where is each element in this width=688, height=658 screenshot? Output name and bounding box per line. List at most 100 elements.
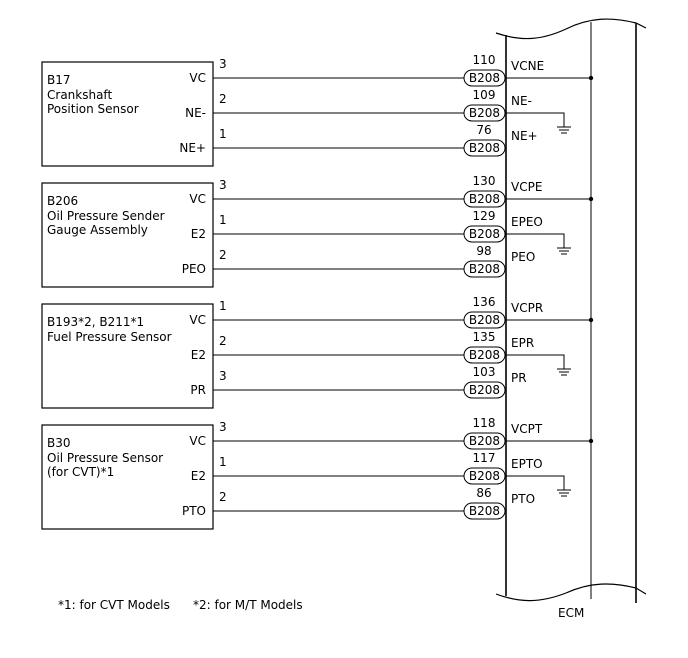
connector-shape xyxy=(463,104,506,122)
terminal-label: PR xyxy=(190,383,206,397)
ecm-signal-label: PR xyxy=(511,371,527,385)
sensor-pin-number: 3 xyxy=(219,369,227,383)
connector-label: B208 xyxy=(469,71,500,85)
ecm-pin-number: 117 xyxy=(473,451,496,465)
ecm-bottom-edge xyxy=(495,583,647,602)
ecm-pin-number: 136 xyxy=(473,295,496,309)
junction-dot xyxy=(588,317,594,323)
terminal-label: PTO xyxy=(182,504,206,518)
connector-shape xyxy=(463,502,506,520)
connector-shape xyxy=(463,69,506,87)
connector-label: B208 xyxy=(469,348,500,362)
ecm-pin-number: 129 xyxy=(473,209,496,223)
sensor-pin-number: 2 xyxy=(219,490,227,504)
terminal-label: E2 xyxy=(191,469,206,483)
connector-shape xyxy=(463,190,506,208)
sensor-name-line: (for CVT)*1 xyxy=(47,465,114,479)
ecm-signal-label: VCPT xyxy=(511,422,543,436)
ecm-pin-number: 109 xyxy=(473,88,496,102)
connector-shape xyxy=(463,381,506,399)
ecm-pin-number: 110 xyxy=(473,53,496,67)
sensor-name-line: Position Sensor xyxy=(47,102,139,116)
connector-label: B208 xyxy=(469,383,500,397)
connector-label: B208 xyxy=(469,434,500,448)
ground-wire xyxy=(506,112,565,127)
ecm-signal-label: VCNE xyxy=(511,59,544,73)
connector-shape xyxy=(463,260,506,278)
ecm-pin-number: 135 xyxy=(473,330,496,344)
footnote-cvt: *1: for CVT Models xyxy=(58,598,170,612)
connector-label: B208 xyxy=(469,106,500,120)
ground-wire xyxy=(506,475,565,490)
sensor-pin-number: 1 xyxy=(219,455,227,469)
sensor-code: B193*2, B211*1 xyxy=(47,315,144,329)
connector-shape xyxy=(463,225,506,243)
terminal-label: VC xyxy=(189,192,206,206)
sensor-code: B17 xyxy=(47,73,71,87)
ecm-top-edge xyxy=(495,18,647,40)
footnote-mt: *2: for M/T Models xyxy=(193,598,303,612)
sensor-name-line: Fuel Pressure Sensor xyxy=(47,330,172,344)
sensor-name-line: Crankshaft xyxy=(47,88,112,102)
connector-label: B208 xyxy=(469,313,500,327)
junction-dot xyxy=(588,196,594,202)
connector-label: B208 xyxy=(469,504,500,518)
ground-wire xyxy=(506,233,565,248)
ecm-pin-number: 76 xyxy=(476,123,491,137)
ecm-signal-label: VCPE xyxy=(511,180,542,194)
sensor-pin-number: 2 xyxy=(219,92,227,106)
terminal-label: E2 xyxy=(191,348,206,362)
sensor-pin-number: 2 xyxy=(219,248,227,262)
ecm-signal-label: EPTO xyxy=(511,457,543,471)
sensor-name-line: Oil Pressure Sender xyxy=(47,209,165,223)
junction-dot xyxy=(588,75,594,81)
ecm-pin-number: 103 xyxy=(473,365,496,379)
sensor-code: B30 xyxy=(47,436,71,450)
connector-shape xyxy=(463,139,506,157)
sensor-pin-number: 1 xyxy=(219,299,227,313)
connector-label: B208 xyxy=(469,227,500,241)
terminal-label: PEO xyxy=(182,262,206,276)
terminal-label: VC xyxy=(189,313,206,327)
sensor-box xyxy=(41,303,214,409)
ground-wire xyxy=(506,354,565,369)
sensor-name-line: Gauge Assembly xyxy=(47,223,148,237)
terminal-label: NE- xyxy=(185,106,206,120)
sensor-code: B206 xyxy=(47,194,78,208)
terminal-label: E2 xyxy=(191,227,206,241)
connector-label: B208 xyxy=(469,141,500,155)
sensor-pin-number: 1 xyxy=(219,213,227,227)
ecm-pin-number: 130 xyxy=(473,174,496,188)
ecm-signal-label: PTO xyxy=(511,492,535,506)
connector-label: B208 xyxy=(469,192,500,206)
terminal-label: NE+ xyxy=(179,141,206,155)
sensor-pin-number: 3 xyxy=(219,178,227,192)
connector-shape xyxy=(463,467,506,485)
ecm-signal-label: NE- xyxy=(511,94,532,108)
connector-label: B208 xyxy=(469,262,500,276)
sensor-pin-number: 3 xyxy=(219,57,227,71)
ecm-signal-label: PEO xyxy=(511,250,535,264)
ecm-pin-number: 98 xyxy=(476,244,491,258)
sensor-box xyxy=(41,61,214,167)
sensor-pin-number: 2 xyxy=(219,334,227,348)
ecm-signal-label: NE+ xyxy=(511,129,538,143)
sensor-pin-number: 3 xyxy=(219,420,227,434)
ecm-signal-label: EPR xyxy=(511,336,534,350)
sensor-box xyxy=(41,182,214,288)
ecm-pin-number: 86 xyxy=(476,486,491,500)
sensor-pin-number: 1 xyxy=(219,127,227,141)
connector-shape xyxy=(463,346,506,364)
junction-dot xyxy=(588,438,594,444)
ecm-signal-label: EPEO xyxy=(511,215,543,229)
connector-label: B208 xyxy=(469,469,500,483)
terminal-label: VC xyxy=(189,71,206,85)
ecm-pin-number: 118 xyxy=(473,416,496,430)
ecm-label: ECM xyxy=(558,606,585,620)
